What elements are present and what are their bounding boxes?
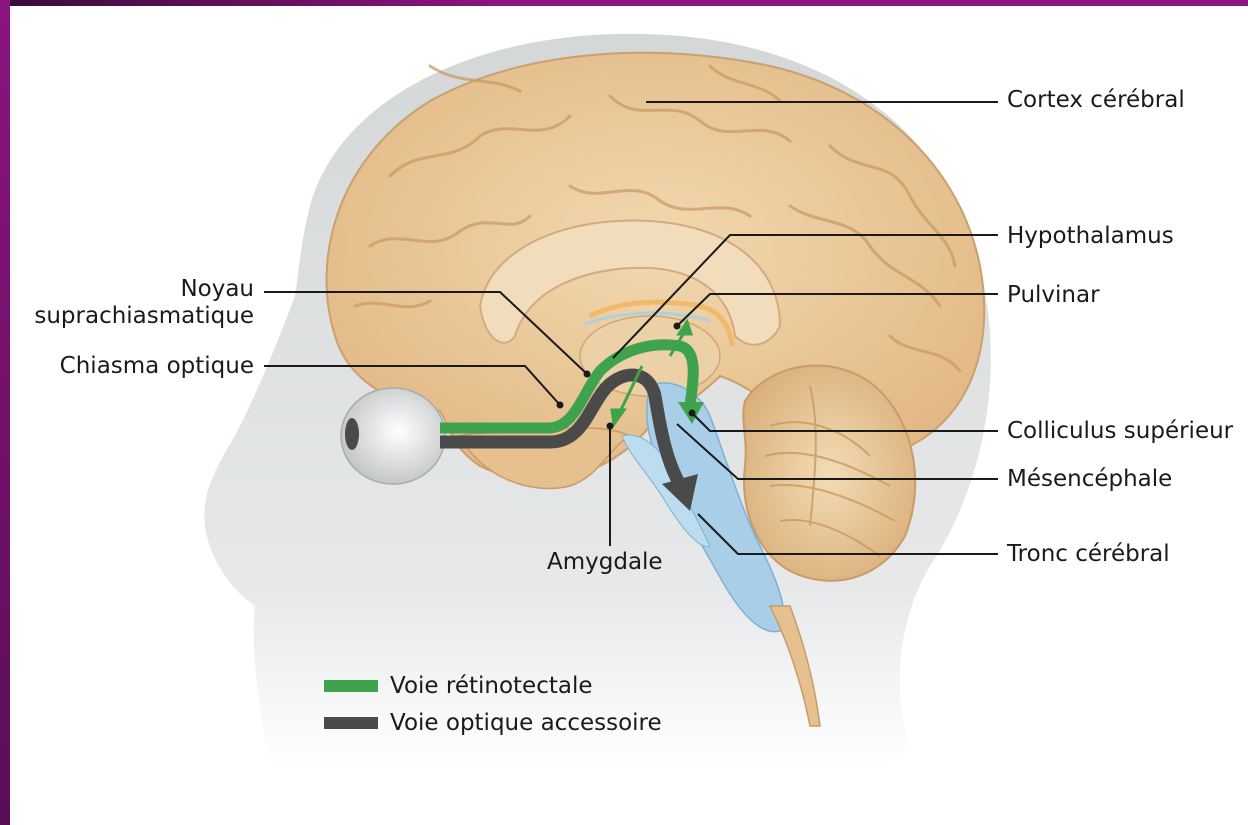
label-mesencephale: Mésencéphale bbox=[1007, 466, 1172, 492]
brain-illustration bbox=[10, 6, 1248, 825]
legend-swatch-retinotectal bbox=[324, 680, 378, 692]
label-amygdale: Amygdale bbox=[547, 549, 663, 575]
diagram-canvas: Cortex cérébral Hypothalamus Pulvinar Co… bbox=[10, 6, 1248, 825]
legend-label-retinotectal: Voie rétinotectale bbox=[390, 673, 593, 699]
label-colliculus-superieur: Colliculus supérieur bbox=[1007, 418, 1233, 444]
label-chiasma-optique: Chiasma optique bbox=[60, 353, 254, 379]
frame-left-border bbox=[0, 0, 10, 825]
label-pulvinar: Pulvinar bbox=[1007, 282, 1100, 308]
label-hypothalamus: Hypothalamus bbox=[1007, 223, 1174, 249]
label-suprachiasmatique: suprachiasmatique bbox=[34, 303, 254, 329]
label-tronc-cerebral: Tronc cérébral bbox=[1007, 541, 1170, 567]
legend-swatch-accessory bbox=[324, 717, 378, 729]
legend-label-accessory: Voie optique accessoire bbox=[390, 710, 662, 736]
label-cortex-cerebral: Cortex cérébral bbox=[1007, 87, 1185, 113]
label-noyau: Noyau bbox=[180, 276, 254, 302]
